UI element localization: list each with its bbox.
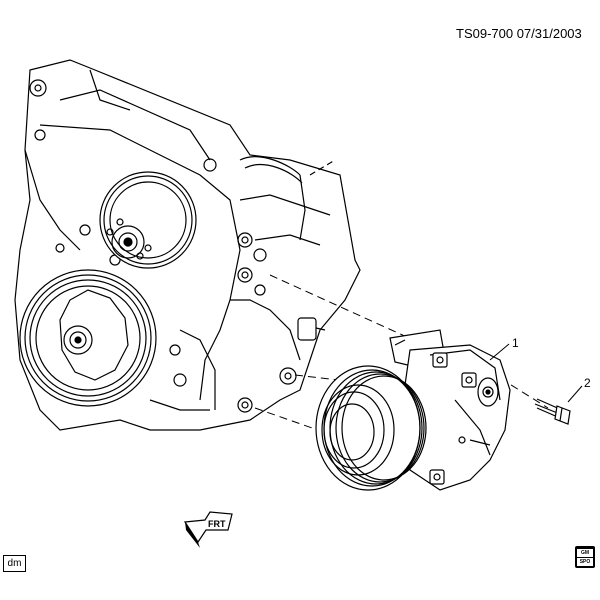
callout-leader-2 [567, 385, 583, 403]
callout-1: 1 [512, 336, 519, 350]
gm-spo-logo-icon: GM SPO [575, 546, 595, 568]
reference-code: TS09-700 07/31/2003 [456, 26, 582, 41]
callout-2: 2 [584, 376, 591, 390]
mounting-bolt [534, 398, 571, 425]
ac-compressor [315, 329, 511, 491]
logo-line-2: SPO [577, 558, 593, 566]
crank-pulley [19, 269, 157, 407]
forward-label: FRT [208, 519, 226, 529]
logo-line-1: GM [577, 549, 593, 557]
dm-box: dm [3, 555, 26, 572]
forward-arrow-icon: FRT [183, 511, 233, 548]
upper-pulley [99, 171, 197, 269]
callout-leader-1 [489, 343, 510, 361]
